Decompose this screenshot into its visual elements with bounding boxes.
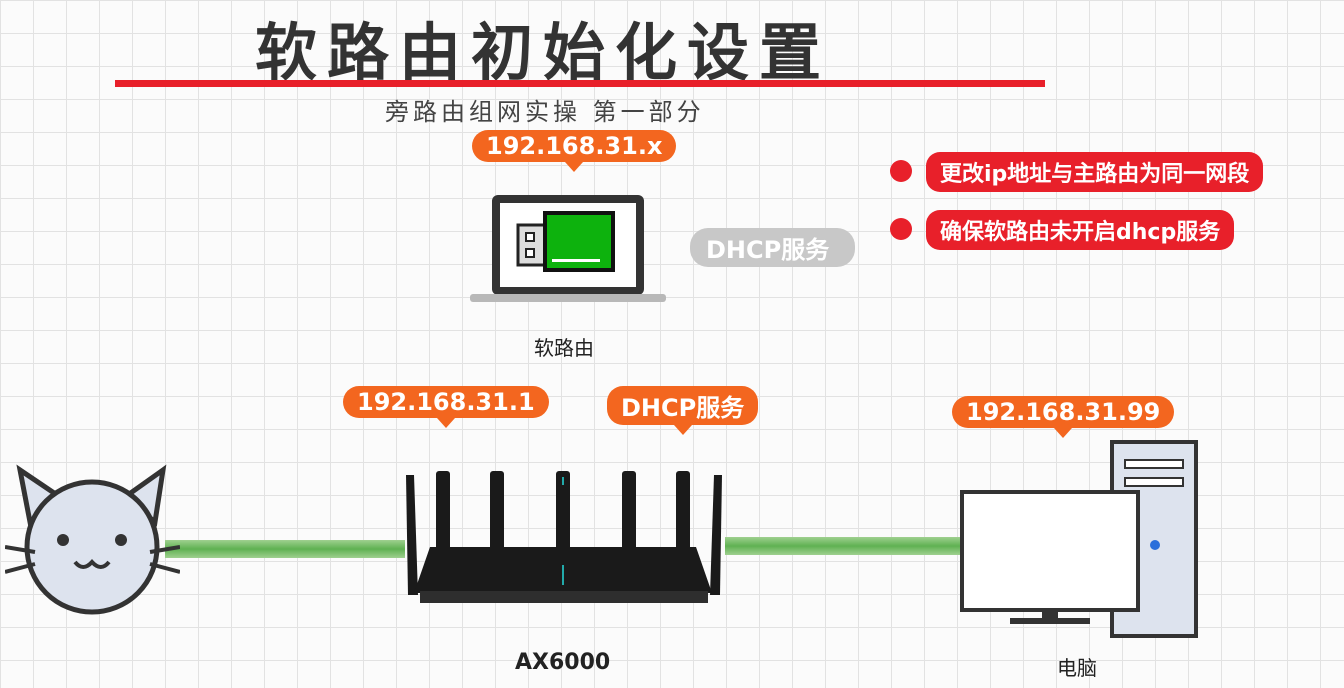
soft-router-label: 软路由 [534, 336, 594, 360]
bullet-dot [890, 160, 912, 182]
soft-router-ip-tag: 192.168.31.x [472, 130, 677, 172]
bullet-disable-dhcp: 确保软路由未开启dhcp服务 [926, 210, 1235, 250]
laptop-icon [470, 193, 666, 305]
title-underline [115, 80, 1045, 87]
soft-router-dhcp-disabled-tag: DHCP服务 [690, 228, 856, 267]
bullet-change-ip: 更改ip地址与主路由为同一网段 [926, 152, 1264, 192]
subtitle: 旁路由组网实操 第一部分 [385, 98, 705, 126]
pc-ip-tag: 192.168.31.99 [952, 396, 1175, 438]
main-router-ip-tag: 192.168.31.1 [343, 386, 549, 428]
main-router-dhcp-tag: DHCP服务 [607, 386, 759, 435]
network-cable-right [725, 537, 960, 555]
page-title: 软路由初始化设置 [255, 16, 832, 89]
network-cable-left [165, 540, 405, 558]
internet-cat-icon [4, 462, 181, 617]
router-icon [400, 465, 730, 610]
bullet-dot [890, 218, 912, 240]
main-router-label: AX6000 [515, 650, 611, 675]
desktop-pc-icon [960, 440, 1200, 640]
pc-label: 电脑 [1057, 656, 1097, 680]
